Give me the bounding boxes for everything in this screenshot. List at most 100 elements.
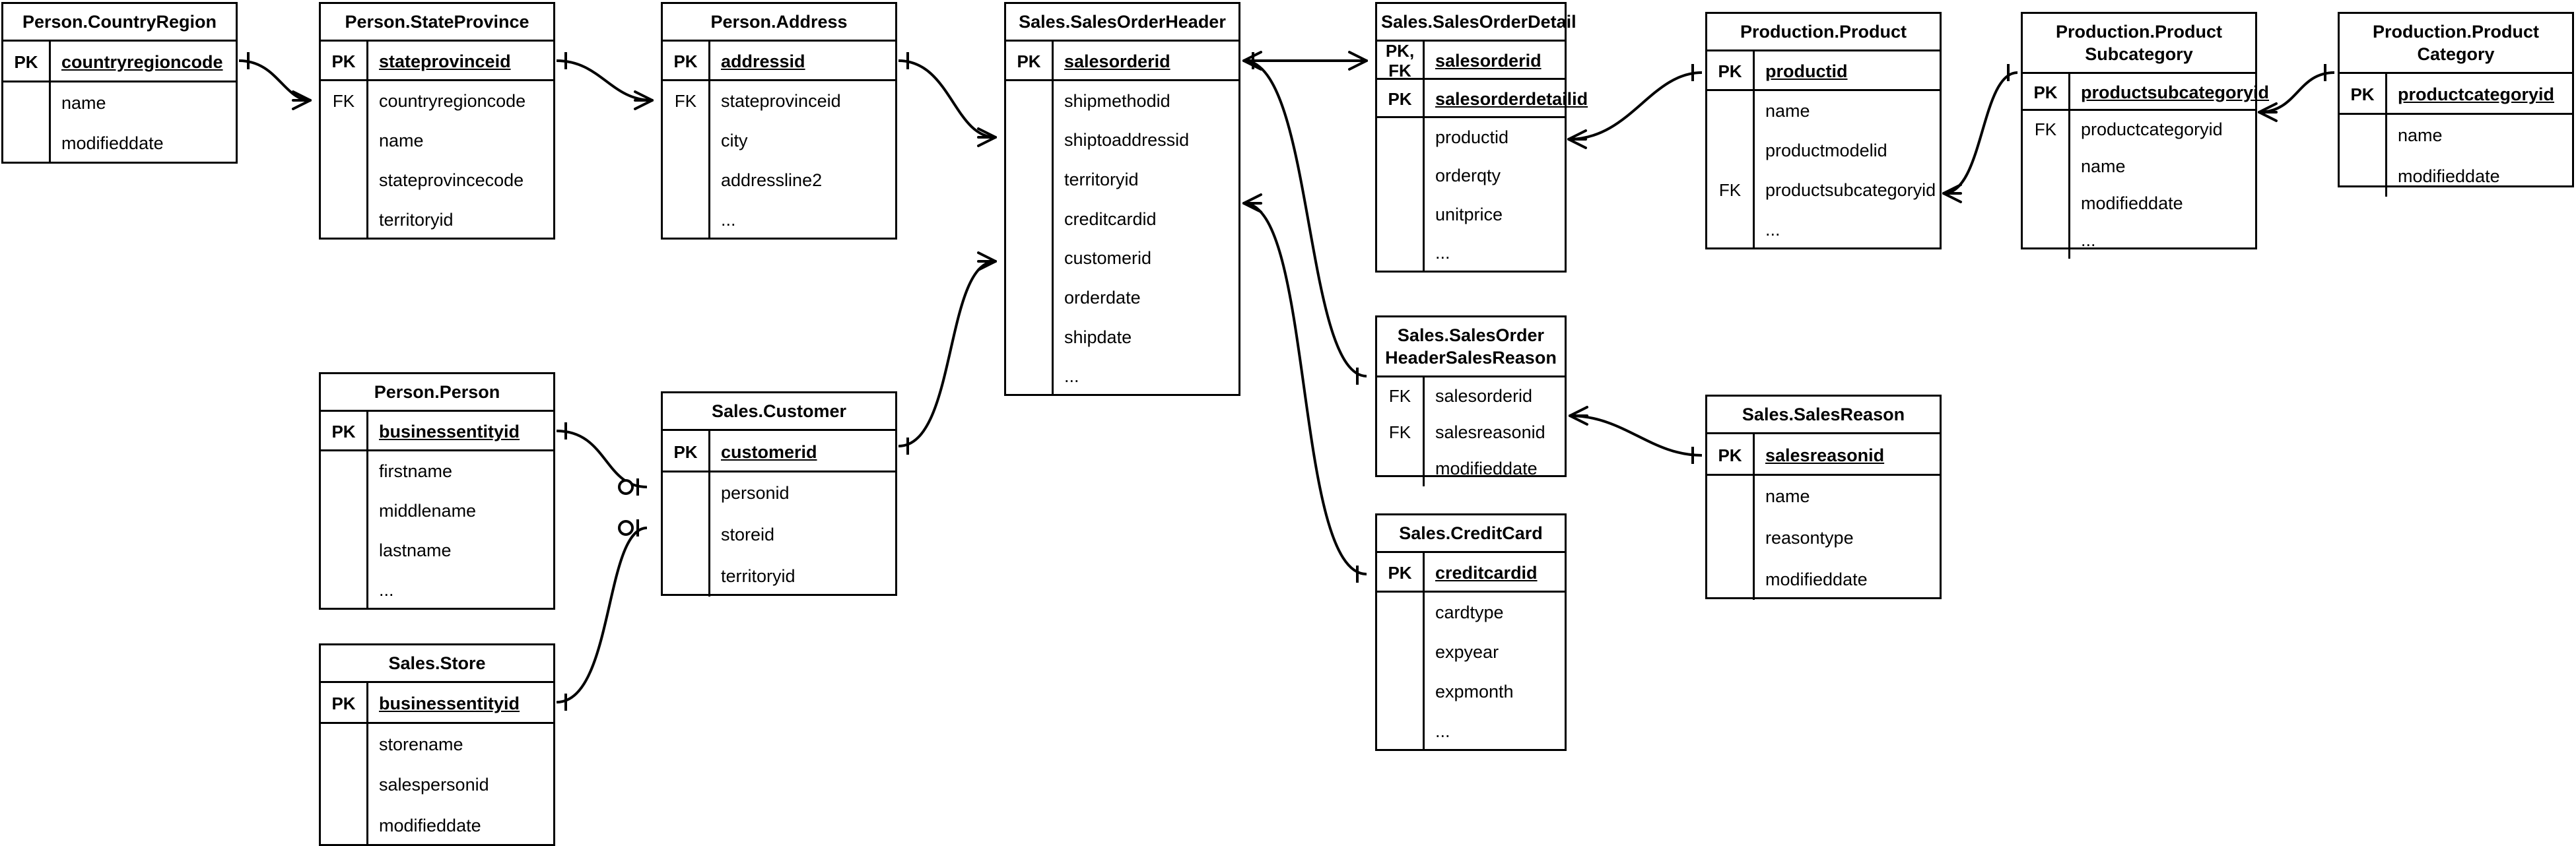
attribute-row[interactable]: firstname <box>321 451 553 491</box>
attribute-row[interactable]: shiptoaddressid <box>1006 120 1238 160</box>
relationship-stateprovince_to_address[interactable] <box>556 52 654 110</box>
attribute-row[interactable]: middlename <box>321 491 553 531</box>
relationship-product_to_productsubcategory[interactable] <box>1942 64 2018 203</box>
attribute-row[interactable]: ... <box>2023 222 2255 259</box>
attribute-row[interactable]: name <box>1707 476 1940 517</box>
attribute-row[interactable]: creditcardid <box>1006 199 1238 239</box>
attribute-row[interactable]: ... <box>663 200 895 240</box>
attribute-row[interactable]: territoryid <box>663 555 895 597</box>
attribute-row[interactable]: name <box>2023 148 2255 185</box>
attribute-row[interactable]: customerid <box>1006 238 1238 278</box>
attribute-row[interactable]: addressline2 <box>663 160 895 200</box>
attribute-row[interactable]: personid <box>663 472 895 514</box>
attribute-row[interactable]: modifieddate <box>1377 450 1565 486</box>
attribute-row[interactable]: modifieddate <box>321 805 553 846</box>
attribute-row[interactable]: shipdate <box>1006 317 1238 357</box>
attribute-row[interactable]: storename <box>321 724 553 765</box>
attribute-row[interactable]: orderdate <box>1006 278 1238 317</box>
attribute-row[interactable]: territoryid <box>321 200 553 240</box>
relationship-salesorderheader_to_salesorderheadersalesreason[interactable] <box>1242 51 1367 385</box>
attribute-key-label: FK <box>2023 111 2070 148</box>
relationship-line <box>898 260 996 447</box>
attribute-row[interactable]: storeid <box>663 513 895 556</box>
attribute-row[interactable]: ... <box>1707 210 1940 249</box>
attribute-row[interactable]: stateprovincecode <box>321 160 553 200</box>
relationship-address_to_salesorderheader[interactable] <box>898 52 997 147</box>
attribute-row[interactable]: orderqty <box>1377 156 1565 195</box>
attribute-row[interactable]: ... <box>1377 233 1565 272</box>
attribute-key-label <box>321 764 368 806</box>
attribute-row[interactable]: name <box>1707 91 1940 131</box>
attribute-row[interactable]: modifieddate <box>2023 185 2255 222</box>
attribute-name: modifieddate <box>1765 569 1868 589</box>
attribute-row[interactable]: territoryid <box>1006 160 1238 199</box>
attribute-row[interactable]: productid <box>1377 118 1565 157</box>
attribute-row[interactable]: name <box>3 82 236 123</box>
relationship-countryregion_to_stateprovince[interactable] <box>238 52 312 110</box>
attribute-row[interactable]: modifieddate <box>2340 156 2572 197</box>
attribute-row[interactable]: city <box>663 121 895 160</box>
relationship-line <box>1243 202 1367 575</box>
attribute-row[interactable]: salespersonid <box>321 764 553 806</box>
attribute-key-label <box>2340 156 2387 197</box>
attribute-row[interactable]: name <box>321 121 553 160</box>
attribute-row[interactable]: name <box>2340 115 2572 156</box>
attribute-row[interactable]: modifieddate <box>1707 558 1940 600</box>
relationship-salesorderheader_to_salesorderdetail[interactable] <box>1244 51 1368 71</box>
attribute-row[interactable]: ... <box>1006 356 1238 396</box>
attribute-name: territoryid <box>379 210 454 230</box>
attribute-row[interactable]: reasontype <box>1707 517 1940 559</box>
attribute-row[interactable]: modifieddate <box>3 123 236 164</box>
relationship-person_to_customer[interactable] <box>556 422 648 496</box>
relationship-store_to_customer[interactable] <box>556 519 648 711</box>
attribute-row[interactable]: unitprice <box>1377 195 1565 234</box>
relationship-salesreason_to_salesorderheadersalesreason[interactable] <box>1569 406 1703 464</box>
attribute-key-label: PK <box>321 42 368 81</box>
attribute-row[interactable]: expyear <box>1377 632 1565 672</box>
attribute-row[interactable]: lastname <box>321 531 553 570</box>
attribute-row[interactable]: expmonth <box>1377 672 1565 711</box>
attribute-row[interactable]: ... <box>321 570 553 610</box>
relationship-customer_to_salesorderheader[interactable] <box>898 251 997 455</box>
attribute-row[interactable]: cardtype <box>1377 593 1565 632</box>
attribute-row[interactable]: ... <box>1377 711 1565 751</box>
attribute-row[interactable]: shipmethodid <box>1006 81 1238 121</box>
relationship-creditcard_to_salesorderheader[interactable] <box>1242 193 1367 583</box>
attribute-row[interactable]: productmodelid <box>1707 131 1940 170</box>
